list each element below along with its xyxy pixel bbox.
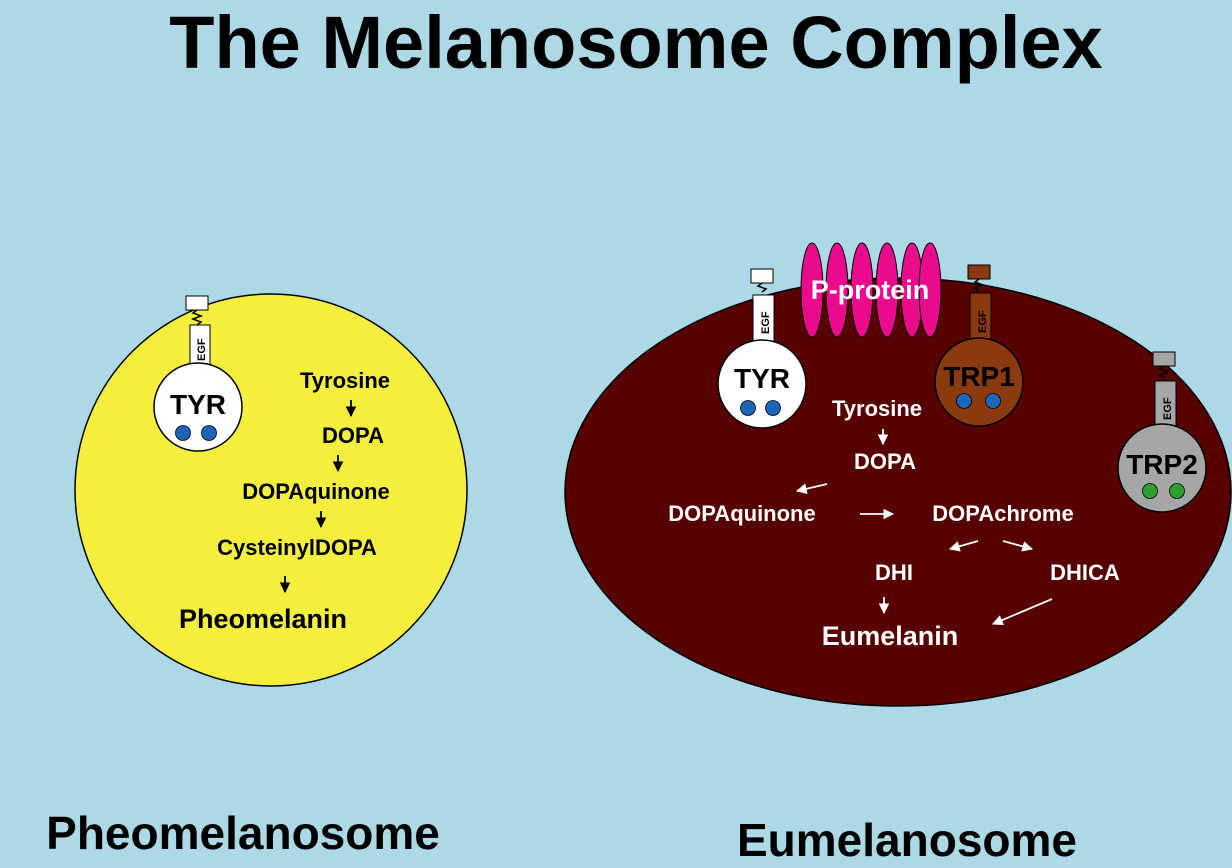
tyr-anchor-box <box>750 268 774 284</box>
copper-dot <box>956 393 972 409</box>
p-protein-segment <box>800 242 824 338</box>
trp2-label: TRP2 <box>1126 449 1198 480</box>
copper-dot <box>740 400 756 416</box>
eumelanin-product: Eumelanin <box>822 621 959 651</box>
trp1-label: TRP1 <box>943 361 1015 392</box>
trp1-linker <box>973 278 986 292</box>
eu-arrow <box>1002 540 1034 552</box>
tyr-label: TYR <box>734 363 790 394</box>
copper-dot <box>201 425 217 441</box>
trp2-linker <box>1158 365 1171 379</box>
copper-dot <box>175 425 191 441</box>
eu-step-dhi: DHI <box>875 560 913 585</box>
eu-arrow <box>795 483 828 495</box>
eu-step-dopachrome: DOPAchrome <box>932 501 1073 526</box>
copper-dot <box>765 400 781 416</box>
p-protein-segment <box>875 242 899 338</box>
trp2-egf-label: EGF <box>1162 397 1174 420</box>
pheo-step-dopaquinone: DOPAquinone <box>242 479 389 504</box>
zinc-dot <box>1142 483 1158 499</box>
tyr-body <box>153 362 243 452</box>
eumelanosome: P-protein EGF TYR EGF TRP1 <box>564 242 1232 707</box>
tyr-enzyme: EGF TYR <box>717 268 807 429</box>
p-protein: P-protein <box>800 242 942 338</box>
p-protein-segment <box>850 242 874 338</box>
eu-step-tyrosine: Tyrosine <box>832 396 922 421</box>
tyr-anchor-box <box>185 295 209 311</box>
pheo-step-cysteinyldopa: CysteinylDOPA <box>217 535 377 560</box>
p-protein-segment <box>825 242 849 338</box>
tyr-egf-label: EGF <box>760 311 772 334</box>
tyr-body <box>717 339 807 429</box>
eu-step-dopa: DOPA <box>854 449 916 474</box>
eu-arrow <box>992 598 1053 626</box>
copper-dot <box>985 393 1001 409</box>
tyr-egf-label: EGF <box>196 338 208 361</box>
trp2-anchor-box <box>1152 351 1176 367</box>
zinc-dot <box>1169 483 1185 499</box>
tyr-label: TYR <box>170 389 226 420</box>
pheomelanin-product: Pheomelanin <box>179 604 347 634</box>
tyr-enzyme: EGF TYR <box>153 295 243 452</box>
trp1-anchor-box <box>967 264 991 280</box>
pheo-step-dopa: DOPA <box>322 423 384 448</box>
tyr-linker <box>190 309 204 326</box>
trp2-enzyme: EGF TRP2 <box>1117 351 1207 513</box>
pheomelanosome-caption: Pheomelanosome <box>46 807 440 859</box>
eu-step-dhica: DHICA <box>1050 560 1120 585</box>
eumelanosome-caption: Eumelanosome <box>737 814 1077 866</box>
eu-arrow <box>948 540 979 552</box>
trp1-enzyme: EGF TRP1 <box>934 264 1024 427</box>
tyr-linker <box>756 282 768 293</box>
eu-step-dopaquinone: DOPAquinone <box>668 501 815 526</box>
page-title: The Melanosome Complex <box>169 1 1102 84</box>
p-protein-segment <box>918 242 942 338</box>
pheo-step-tyrosine: Tyrosine <box>300 368 390 393</box>
trp1-egf-label: EGF <box>977 310 989 333</box>
p-protein-label: P-protein <box>811 275 930 305</box>
pheomelanosome: EGF TYR Tyrosine DOPA DOPAquinone Cystei… <box>74 293 468 687</box>
